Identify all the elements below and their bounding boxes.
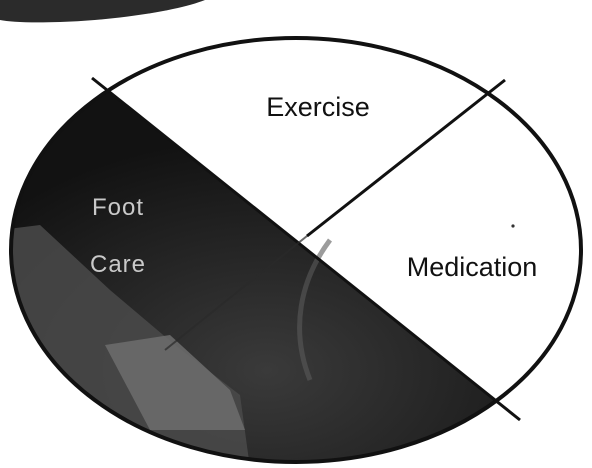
photo-scrap <box>0 0 205 22</box>
speck <box>511 224 514 227</box>
label-foot-care-line2: Care <box>90 251 146 278</box>
label-medication: Medication <box>407 252 538 282</box>
label-foot-care-line1: Foot <box>92 194 144 221</box>
label-exercise: Exercise <box>266 92 370 122</box>
